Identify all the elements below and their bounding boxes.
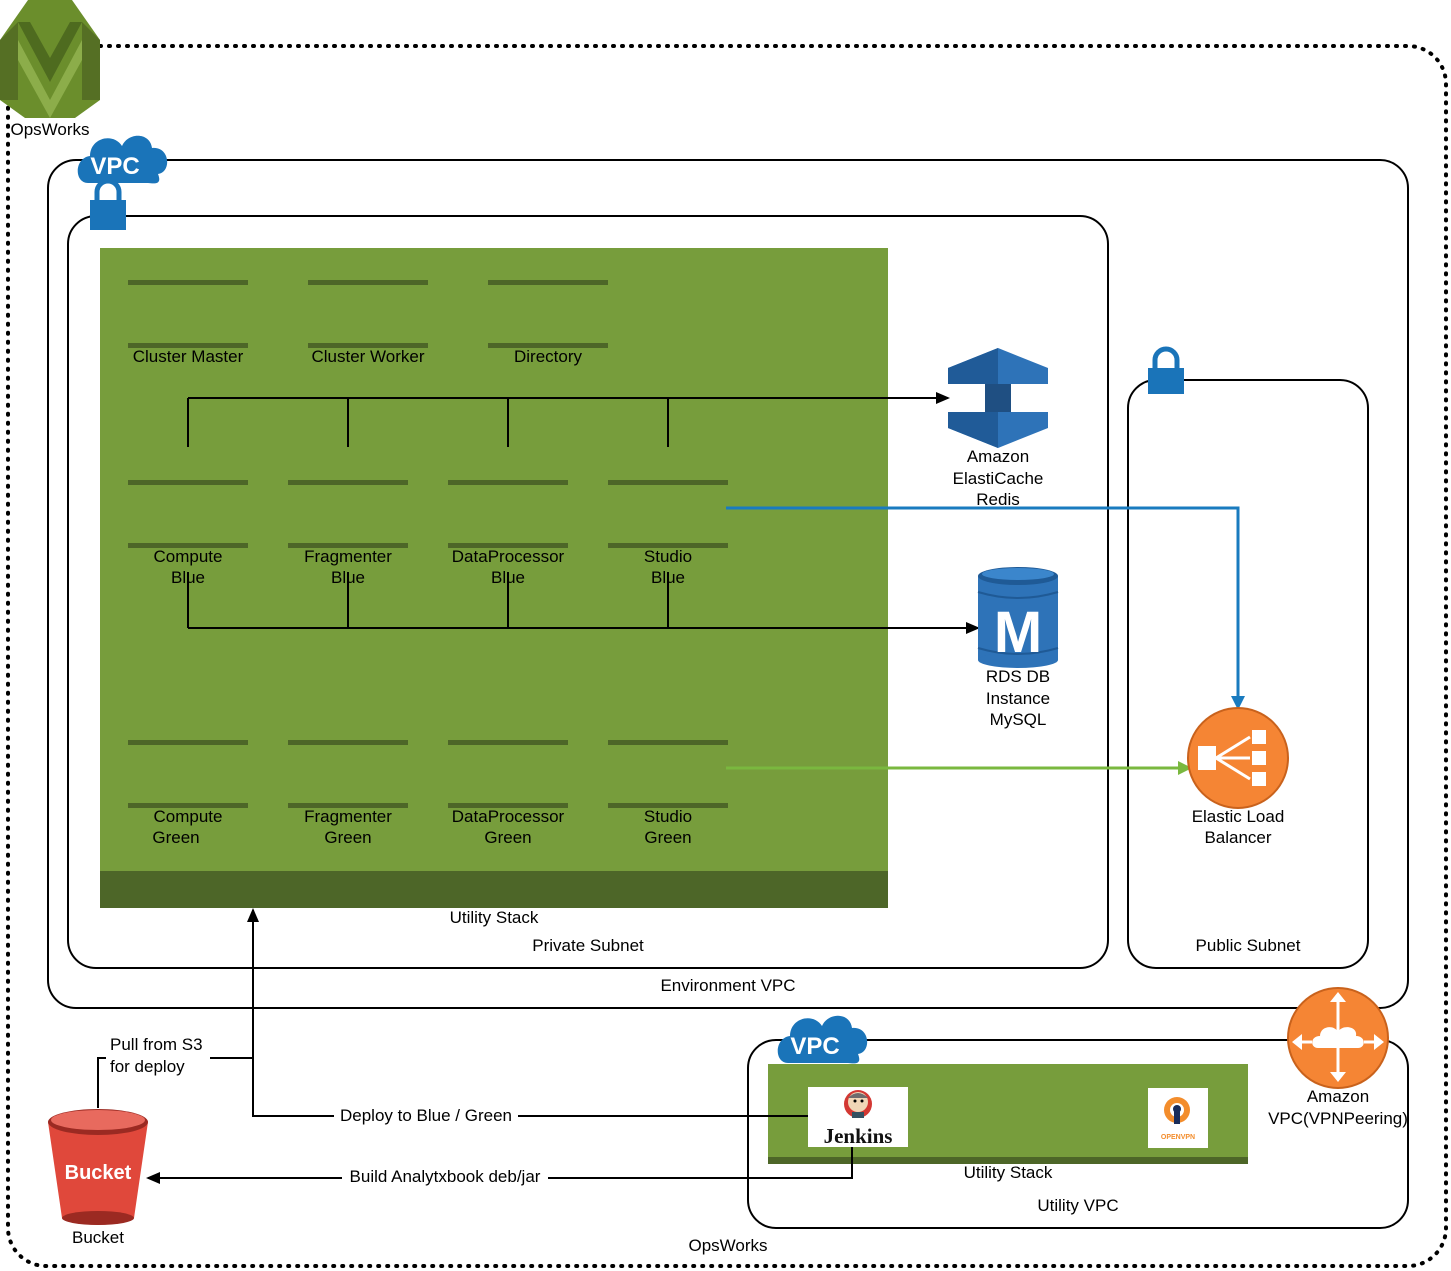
layer-label-line1: Compute xyxy=(154,547,223,566)
deploy-edge-label: Deploy to Blue / Green xyxy=(340,1106,512,1125)
layer-dataprocessor-green[interactable]: DataProcessor Green xyxy=(448,740,568,847)
layer-compute-blue[interactable]: Compute Blue xyxy=(128,480,248,587)
layer-cluster-worker[interactable]: Cluster Worker xyxy=(308,280,428,366)
bucket-label: Bucket xyxy=(72,1228,124,1247)
layer-label-line1: Studio xyxy=(644,807,692,826)
rds-mysql-icon: M xyxy=(977,567,1059,668)
public-subnet-label: Public Subnet xyxy=(1196,936,1301,955)
opsworks-boundary xyxy=(6,44,1448,1268)
public-subnet-container xyxy=(1127,379,1369,969)
utility-stack-label: Utility Stack xyxy=(450,908,539,927)
lock-icon xyxy=(90,178,126,230)
pull-edge-label-2: for deploy xyxy=(110,1057,185,1076)
utility-vpc-container xyxy=(747,1039,1409,1229)
utility-vpc-stack-footer xyxy=(768,1157,1248,1164)
elb-label-1: Elastic Load xyxy=(1192,807,1285,826)
vpc-router-icon xyxy=(1287,987,1389,1089)
utility-vpc-label: Utility VPC xyxy=(1037,1196,1118,1215)
layer-studio-blue[interactable]: Studio Blue xyxy=(608,480,728,587)
layer-label: Directory xyxy=(514,347,583,366)
vpc-peering-label-1: Amazon xyxy=(1307,1087,1369,1106)
rds-label-1: RDS DB xyxy=(986,667,1050,686)
rds-label-3: MySQL xyxy=(990,710,1047,729)
jenkins-icon[interactable]: Jenkins xyxy=(808,1087,908,1148)
utility-vpc-stack-label: Utility Stack xyxy=(964,1163,1053,1182)
utility-stack-footer xyxy=(100,871,888,908)
layer-label-line1: DataProcessor xyxy=(452,807,565,826)
layer-label-line2: Green xyxy=(484,828,531,847)
layer-compute-green[interactable]: Compute Green xyxy=(128,740,248,847)
lock-icon xyxy=(1148,346,1184,394)
opsworks-icon xyxy=(0,0,100,118)
elasticache-connector xyxy=(187,392,950,447)
layer-label-line1: Fragmenter xyxy=(304,807,392,826)
elasticache-label-1: Amazon xyxy=(967,447,1029,466)
layer-label: Cluster Worker xyxy=(311,347,424,366)
utility-stack-panel xyxy=(100,248,888,908)
openvpn-label: OPENVPN xyxy=(1161,1134,1195,1141)
rds-label-2: Instance xyxy=(986,689,1050,708)
layer-label-line1: Fragmenter xyxy=(304,547,392,566)
layer-label-line2: Green xyxy=(152,828,199,847)
layer-label-line1: DataProcessor xyxy=(452,547,565,566)
environment-vpc-container xyxy=(47,159,1409,1009)
vpc-badge-text: VPC xyxy=(790,1033,839,1060)
layer-fragmenter-green[interactable]: Fragmenter Green xyxy=(288,740,408,847)
private-subnet-container xyxy=(67,215,1109,969)
pull-edge-label-1: Pull from S3 xyxy=(110,1035,203,1054)
vpc-cloud-icon: VPC xyxy=(777,1015,868,1064)
vpc-badge-text: VPC xyxy=(90,153,139,180)
build-edge-label: Build Analytxbook deb/jar xyxy=(350,1167,541,1186)
vpc-cloud-icon: VPC xyxy=(77,135,168,184)
layer-label: Cluster Master xyxy=(133,347,244,366)
layer-label-line1: Studio xyxy=(644,547,692,566)
opsworks-boundary-label: OpsWorks xyxy=(688,1236,767,1255)
layer-studio-green[interactable]: Studio Green xyxy=(608,740,728,847)
layer-label-line2: Green xyxy=(644,828,691,847)
elb-icon xyxy=(1187,707,1289,809)
vpc-peering-label-2: VPC(VPNPeering) xyxy=(1268,1109,1408,1128)
opsworks-icon-label: OpsWorks xyxy=(10,120,89,139)
layer-directory[interactable]: Directory xyxy=(488,280,608,366)
layer-cluster-master[interactable]: Cluster Master xyxy=(128,280,248,366)
layer-label-line1: Compute xyxy=(154,807,223,826)
deploy-edge xyxy=(247,908,808,1117)
layer-fragmenter-blue[interactable]: Fragmenter Blue xyxy=(288,480,408,587)
rds-connector xyxy=(187,572,980,634)
blue-route-arrow xyxy=(726,506,1245,710)
elasticache-icon xyxy=(948,348,1048,448)
rds-glyph: M xyxy=(994,600,1042,665)
s3-bucket-icon: Bucket xyxy=(48,1109,148,1225)
layer-dataprocessor-blue[interactable]: DataProcessor Blue xyxy=(448,480,568,587)
jenkins-label: Jenkins xyxy=(824,1124,893,1148)
environment-vpc-label: Environment VPC xyxy=(660,976,795,995)
layer-label-line2: Green xyxy=(324,828,371,847)
elb-label-2: Balancer xyxy=(1204,828,1271,847)
openvpn-icon[interactable]: OPENVPN xyxy=(1148,1088,1208,1148)
elasticache-label-3: Redis xyxy=(976,490,1019,509)
elasticache-label-2: ElastiCache xyxy=(953,469,1044,488)
private-subnet-label: Private Subnet xyxy=(532,936,644,955)
bucket-inner-label: Bucket xyxy=(65,1162,132,1184)
